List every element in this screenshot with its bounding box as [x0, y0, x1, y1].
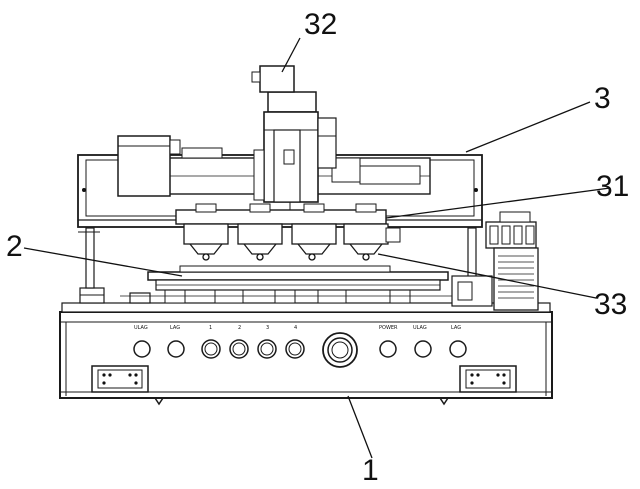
panel-label-lag-left: LAG [170, 325, 180, 331]
leader-1 [347, 395, 373, 459]
knob-4 [285, 339, 305, 359]
panel-label-ulag-left: ULAG [134, 325, 148, 331]
leader-2 [23, 247, 183, 277]
callout-1: 1 [362, 454, 379, 487]
rail-assembly [61, 287, 551, 313]
emergency-stop-button [322, 332, 358, 368]
leader-3 [465, 101, 591, 153]
button-power [379, 340, 397, 358]
leader-lines [23, 37, 611, 459]
callout-2: 2 [6, 230, 23, 263]
right-mounting-plate [459, 365, 517, 393]
panel-label-knob-1: 1 [209, 325, 212, 331]
panel-label-knob-3: 3 [266, 325, 269, 331]
head-carriage [175, 203, 401, 261]
callout-31: 31 [596, 170, 629, 203]
button-lag-left [167, 340, 185, 358]
leader-31 [385, 187, 611, 219]
machine-base: ULAG LAG 1 2 3 4 POWER ULAG LAG [59, 311, 553, 406]
top-unit [251, 65, 337, 212]
nozzle-head-1 [183, 203, 229, 261]
leader-33 [377, 253, 597, 299]
button-ulag-left [133, 340, 151, 358]
nozzle-head-4 [343, 203, 389, 261]
callout-32: 32 [304, 8, 337, 41]
nozzle-head-2 [237, 203, 283, 261]
panel-label-power: POWER [379, 325, 398, 331]
left-mounting-plate [91, 365, 149, 393]
knob-2 [229, 339, 249, 359]
callout-3: 3 [594, 82, 611, 115]
knob-3 [257, 339, 277, 359]
panel-label-knob-2: 2 [238, 325, 241, 331]
leader-32 [281, 37, 301, 73]
button-ulag-right [414, 340, 432, 358]
knob-1 [201, 339, 221, 359]
panel-label-lag-right: LAG [451, 325, 461, 331]
callout-33: 33 [594, 288, 627, 321]
button-lag-right [449, 340, 467, 358]
panel-label-ulag-right: ULAG [413, 325, 427, 331]
nozzle-head-3 [291, 203, 337, 261]
work-stage [147, 265, 449, 291]
panel-label-knob-4: 4 [294, 325, 297, 331]
